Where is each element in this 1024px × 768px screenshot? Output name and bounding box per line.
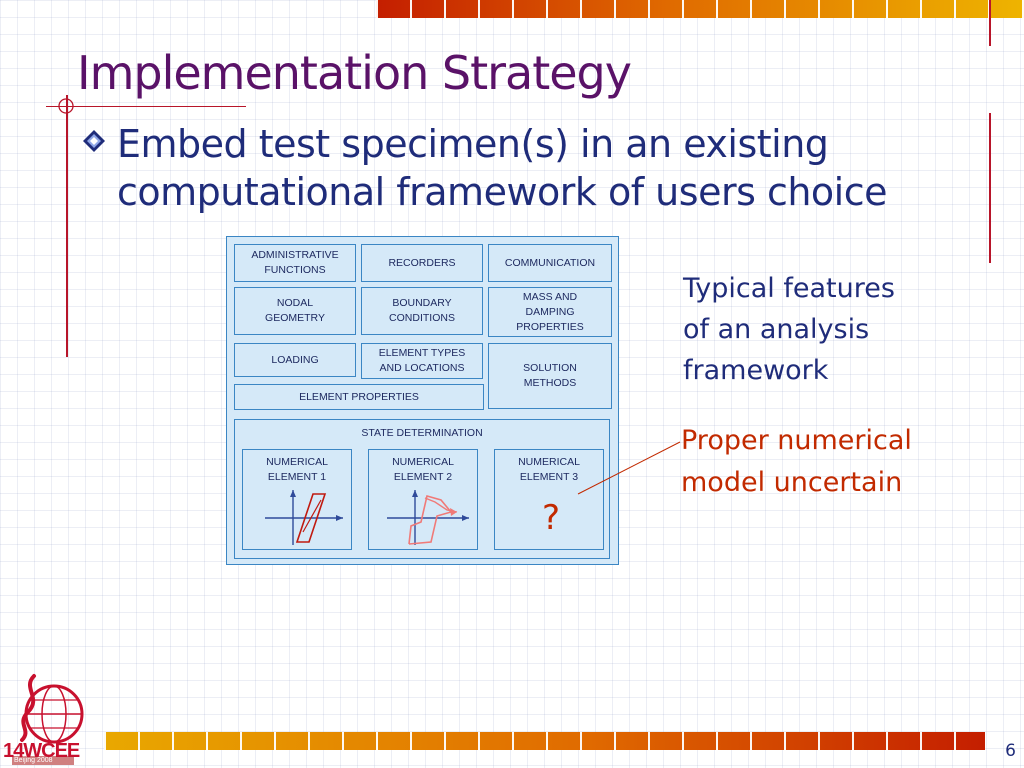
numerical-element-3-label: NUMERICAL ELEMENT 3 xyxy=(518,456,580,483)
wcee-logo xyxy=(12,674,84,765)
box-nodal-geometry: NODAL GEOMETRY xyxy=(234,287,356,335)
box-recorders: RECORDERS xyxy=(361,244,483,282)
bottom-stripe-bar xyxy=(104,732,985,750)
numerical-element-1-label: NUMERICAL ELEMENT 1 xyxy=(266,456,328,483)
numerical-element-2-label: NUMERICAL ELEMENT 2 xyxy=(392,456,454,483)
proper-model-caption: Proper numerical model uncertain xyxy=(681,425,912,498)
box-solution-methods: SOLUTION METHODS xyxy=(488,343,612,409)
box-mass-damping-properties: MASS AND DAMPING PROPERTIES xyxy=(488,287,612,337)
box-element-types-locations: ELEMENT TYPES AND LOCATIONS xyxy=(361,343,483,379)
numerical-element-2: NUMERICAL ELEMENT 2 xyxy=(368,449,478,550)
box-element-properties: ELEMENT PROPERTIES xyxy=(234,384,484,410)
page-title: Implementation Strategy xyxy=(77,46,632,100)
crosshair-circle-icon xyxy=(58,98,74,114)
pointer-line xyxy=(577,441,681,495)
typical-features-caption: Typical features of an analysis framewor… xyxy=(683,273,895,386)
logo-text: 14WCEE xyxy=(3,740,80,762)
left-accent-line xyxy=(66,95,68,357)
numerical-element-3: NUMERICAL ELEMENT 3 xyxy=(494,449,604,550)
hysteresis-plot-1 xyxy=(265,490,343,545)
box-boundary-conditions: BOUNDARY CONDITIONS xyxy=(361,287,483,335)
top-stripe-bar xyxy=(376,0,1024,18)
diamond-bullet-icon xyxy=(83,130,105,152)
box-communication: COMMUNICATION xyxy=(488,244,612,282)
logo-subtext: Beijing 2008 xyxy=(14,757,53,764)
numerical-element-1: NUMERICAL ELEMENT 1 xyxy=(242,449,352,550)
page-number: 6 xyxy=(1005,741,1016,761)
framework-diagram: ADMINISTRATIVE FUNCTIONS RECORDERS COMMU… xyxy=(226,236,619,565)
title-underline xyxy=(46,106,246,107)
state-determination-label: STATE DETERMINATION xyxy=(361,427,483,439)
bullet-text: Embed test specimen(s) in an existing co… xyxy=(117,122,888,214)
right-accent-line-top xyxy=(989,0,991,46)
state-determination-box: STATE DETERMINATION NUMERICAL ELEMENT 1 … xyxy=(234,419,610,559)
box-loading: LOADING xyxy=(234,343,356,377)
right-accent-line-mid xyxy=(989,113,991,263)
hysteresis-plot-2 xyxy=(387,490,469,545)
question-mark: ? xyxy=(542,498,561,538)
box-administrative-functions: ADMINISTRATIVE FUNCTIONS xyxy=(234,244,356,282)
